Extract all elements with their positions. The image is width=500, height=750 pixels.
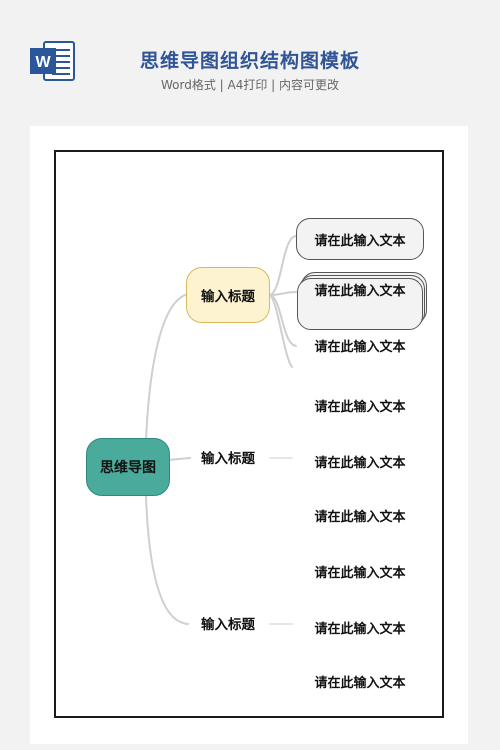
connector-center-branch-1 [145, 293, 189, 443]
connector-leaf-2 [269, 291, 297, 296]
stack-card-front [297, 278, 423, 330]
branch-node-2[interactable]: 输入标题 [201, 451, 255, 467]
branch-node-1[interactable]: 输入标题 [186, 267, 270, 323]
connector-center-branch-2 [167, 457, 191, 461]
logo-letter: W [35, 54, 51, 71]
connector-leaf-extra [269, 294, 293, 368]
leaf-node-6[interactable]: 请在此输入文本 [314, 509, 406, 525]
branch-node-3[interactable]: 输入标题 [201, 617, 255, 633]
word-document-icon: W [30, 41, 75, 81]
connector-lines [145, 235, 297, 625]
page-title: 思维导图组织结构图模板 [139, 50, 360, 72]
leaf-node-4[interactable]: 请在此输入文本 [314, 399, 406, 415]
page-header: W 思维导图组织结构图模板 Word格式 | A4打印 | 内容可更改 [0, 0, 500, 110]
center-node[interactable]: 思维导图 [86, 438, 170, 496]
connector-center-branch-3 [145, 495, 189, 625]
connector-leaf-1 [269, 235, 297, 296]
leaf-node-2-stack [297, 272, 427, 330]
leaf-node-3[interactable]: 请在此输入文本 [314, 339, 406, 355]
connector-leaf-3 [269, 294, 297, 347]
page-subtitle: Word格式 | A4打印 | 内容可更改 [160, 78, 340, 92]
leaf-node-2[interactable]: 请在此输入文本 [314, 283, 406, 299]
document-page: 思维导图 输入标题 输入标题 输入标题 请在此输入文本 请在此输入文本 请在此输… [30, 126, 468, 744]
leaf-node-8[interactable]: 请在此输入文本 [314, 621, 406, 637]
leaf-node-9[interactable]: 请在此输入文本 [314, 675, 406, 691]
mindmap-frame: 思维导图 输入标题 输入标题 输入标题 请在此输入文本 请在此输入文本 请在此输… [54, 150, 444, 718]
leaf-node-1[interactable]: 请在此输入文本 [296, 218, 424, 260]
leaf-node-5[interactable]: 请在此输入文本 [314, 455, 406, 471]
leaf-node-7[interactable]: 请在此输入文本 [314, 565, 406, 581]
